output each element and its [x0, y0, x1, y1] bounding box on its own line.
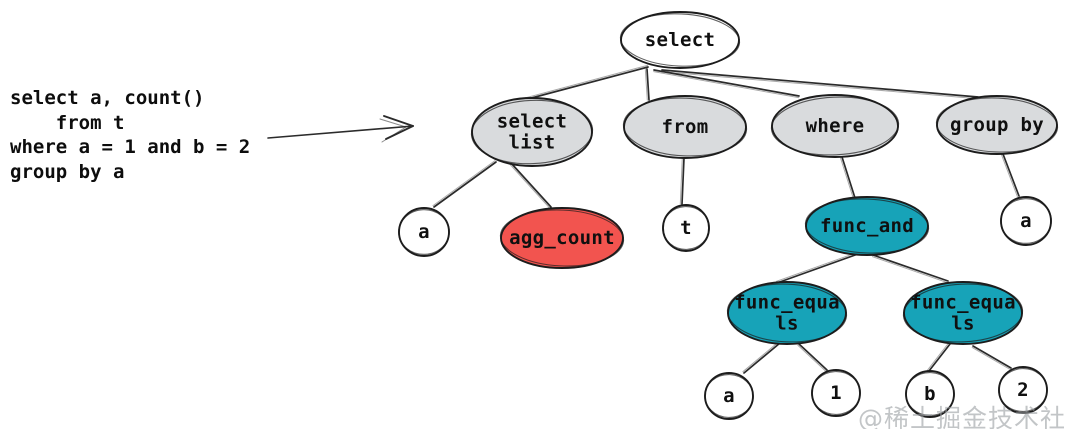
tree-edge-func-equals-2-val-2 [971, 345, 1012, 370]
node-label: 2 [1017, 379, 1029, 401]
sql-code-line: group by a [10, 160, 125, 183]
sql-code-block: select a, count() from t where a = 1 and… [10, 86, 250, 184]
tree-edge-select-list-agg-count [509, 162, 552, 209]
tree-node-col-a-groupby: a [1000, 196, 1052, 246]
node-label: t [680, 217, 692, 239]
node-label: a [723, 385, 735, 407]
tree-node-func-and: func_and [804, 196, 930, 256]
node-label: where [806, 115, 865, 137]
tree-node-agg-count: agg_count [499, 207, 625, 269]
tree-edge-func-and-func-equals-1 [775, 251, 859, 284]
node-label: 1 [830, 382, 842, 404]
tree-edge-select-from [644, 68, 650, 101]
node-label: func_equa [910, 292, 1016, 314]
tree-node-from: from [622, 95, 748, 159]
tree-edge-group-by-col-a-groupby [1000, 153, 1020, 198]
node-label: ls [951, 313, 974, 335]
tree-edge-select-select-list [523, 64, 649, 101]
tree-edge-func-and-func-equals-2 [871, 254, 949, 284]
node-label: a [418, 221, 430, 243]
sql-code-line: from t [10, 111, 125, 134]
node-label: list [509, 132, 556, 154]
sql-code-line: select a, count() [10, 87, 205, 109]
tree-node-where: where [770, 94, 900, 158]
tree-node-val-2: 2 [998, 366, 1048, 414]
tree-node-select: select [619, 11, 741, 69]
tree-edge-select-where [653, 69, 800, 99]
tree-edge-where-func-and [839, 156, 856, 200]
tree-edge-from-table-t [679, 157, 685, 205]
node-label: a [1020, 210, 1032, 232]
tree-node-group-by: group by [935, 95, 1059, 155]
tree-edge-select-list-col-a-select [432, 160, 497, 208]
tree-edge-func-equals-2-col-b-eq2 [927, 342, 951, 372]
node-label: func_equa [734, 292, 840, 314]
node-label: ls [775, 313, 798, 335]
tree-node-val-1: 1 [811, 369, 861, 417]
node-label: select [497, 111, 567, 133]
node-label: select [645, 29, 715, 51]
node-label: from [662, 116, 709, 138]
node-label: group by [950, 114, 1044, 136]
node-label: agg_count [509, 227, 615, 249]
arrow-connector [267, 115, 414, 143]
tree-edge-func-equals-1-col-a-eq1 [742, 341, 781, 374]
tree-node-col-a-eq1: a [704, 372, 754, 420]
node-label: func_and [820, 215, 914, 237]
tree-node-col-a-select: a [398, 207, 450, 257]
node-label: b [924, 383, 936, 405]
watermark: @稀土掘金技术社区 [858, 404, 1067, 429]
tree-edge-select-group-by [661, 69, 979, 100]
tree-node-col-b-eq2: b [905, 370, 955, 418]
tree-edge-func-equals-1-val-1 [797, 343, 828, 372]
tree-node-table-t: t [662, 204, 710, 252]
sql-code-line: where a = 1 and b = 2 [10, 136, 251, 158]
